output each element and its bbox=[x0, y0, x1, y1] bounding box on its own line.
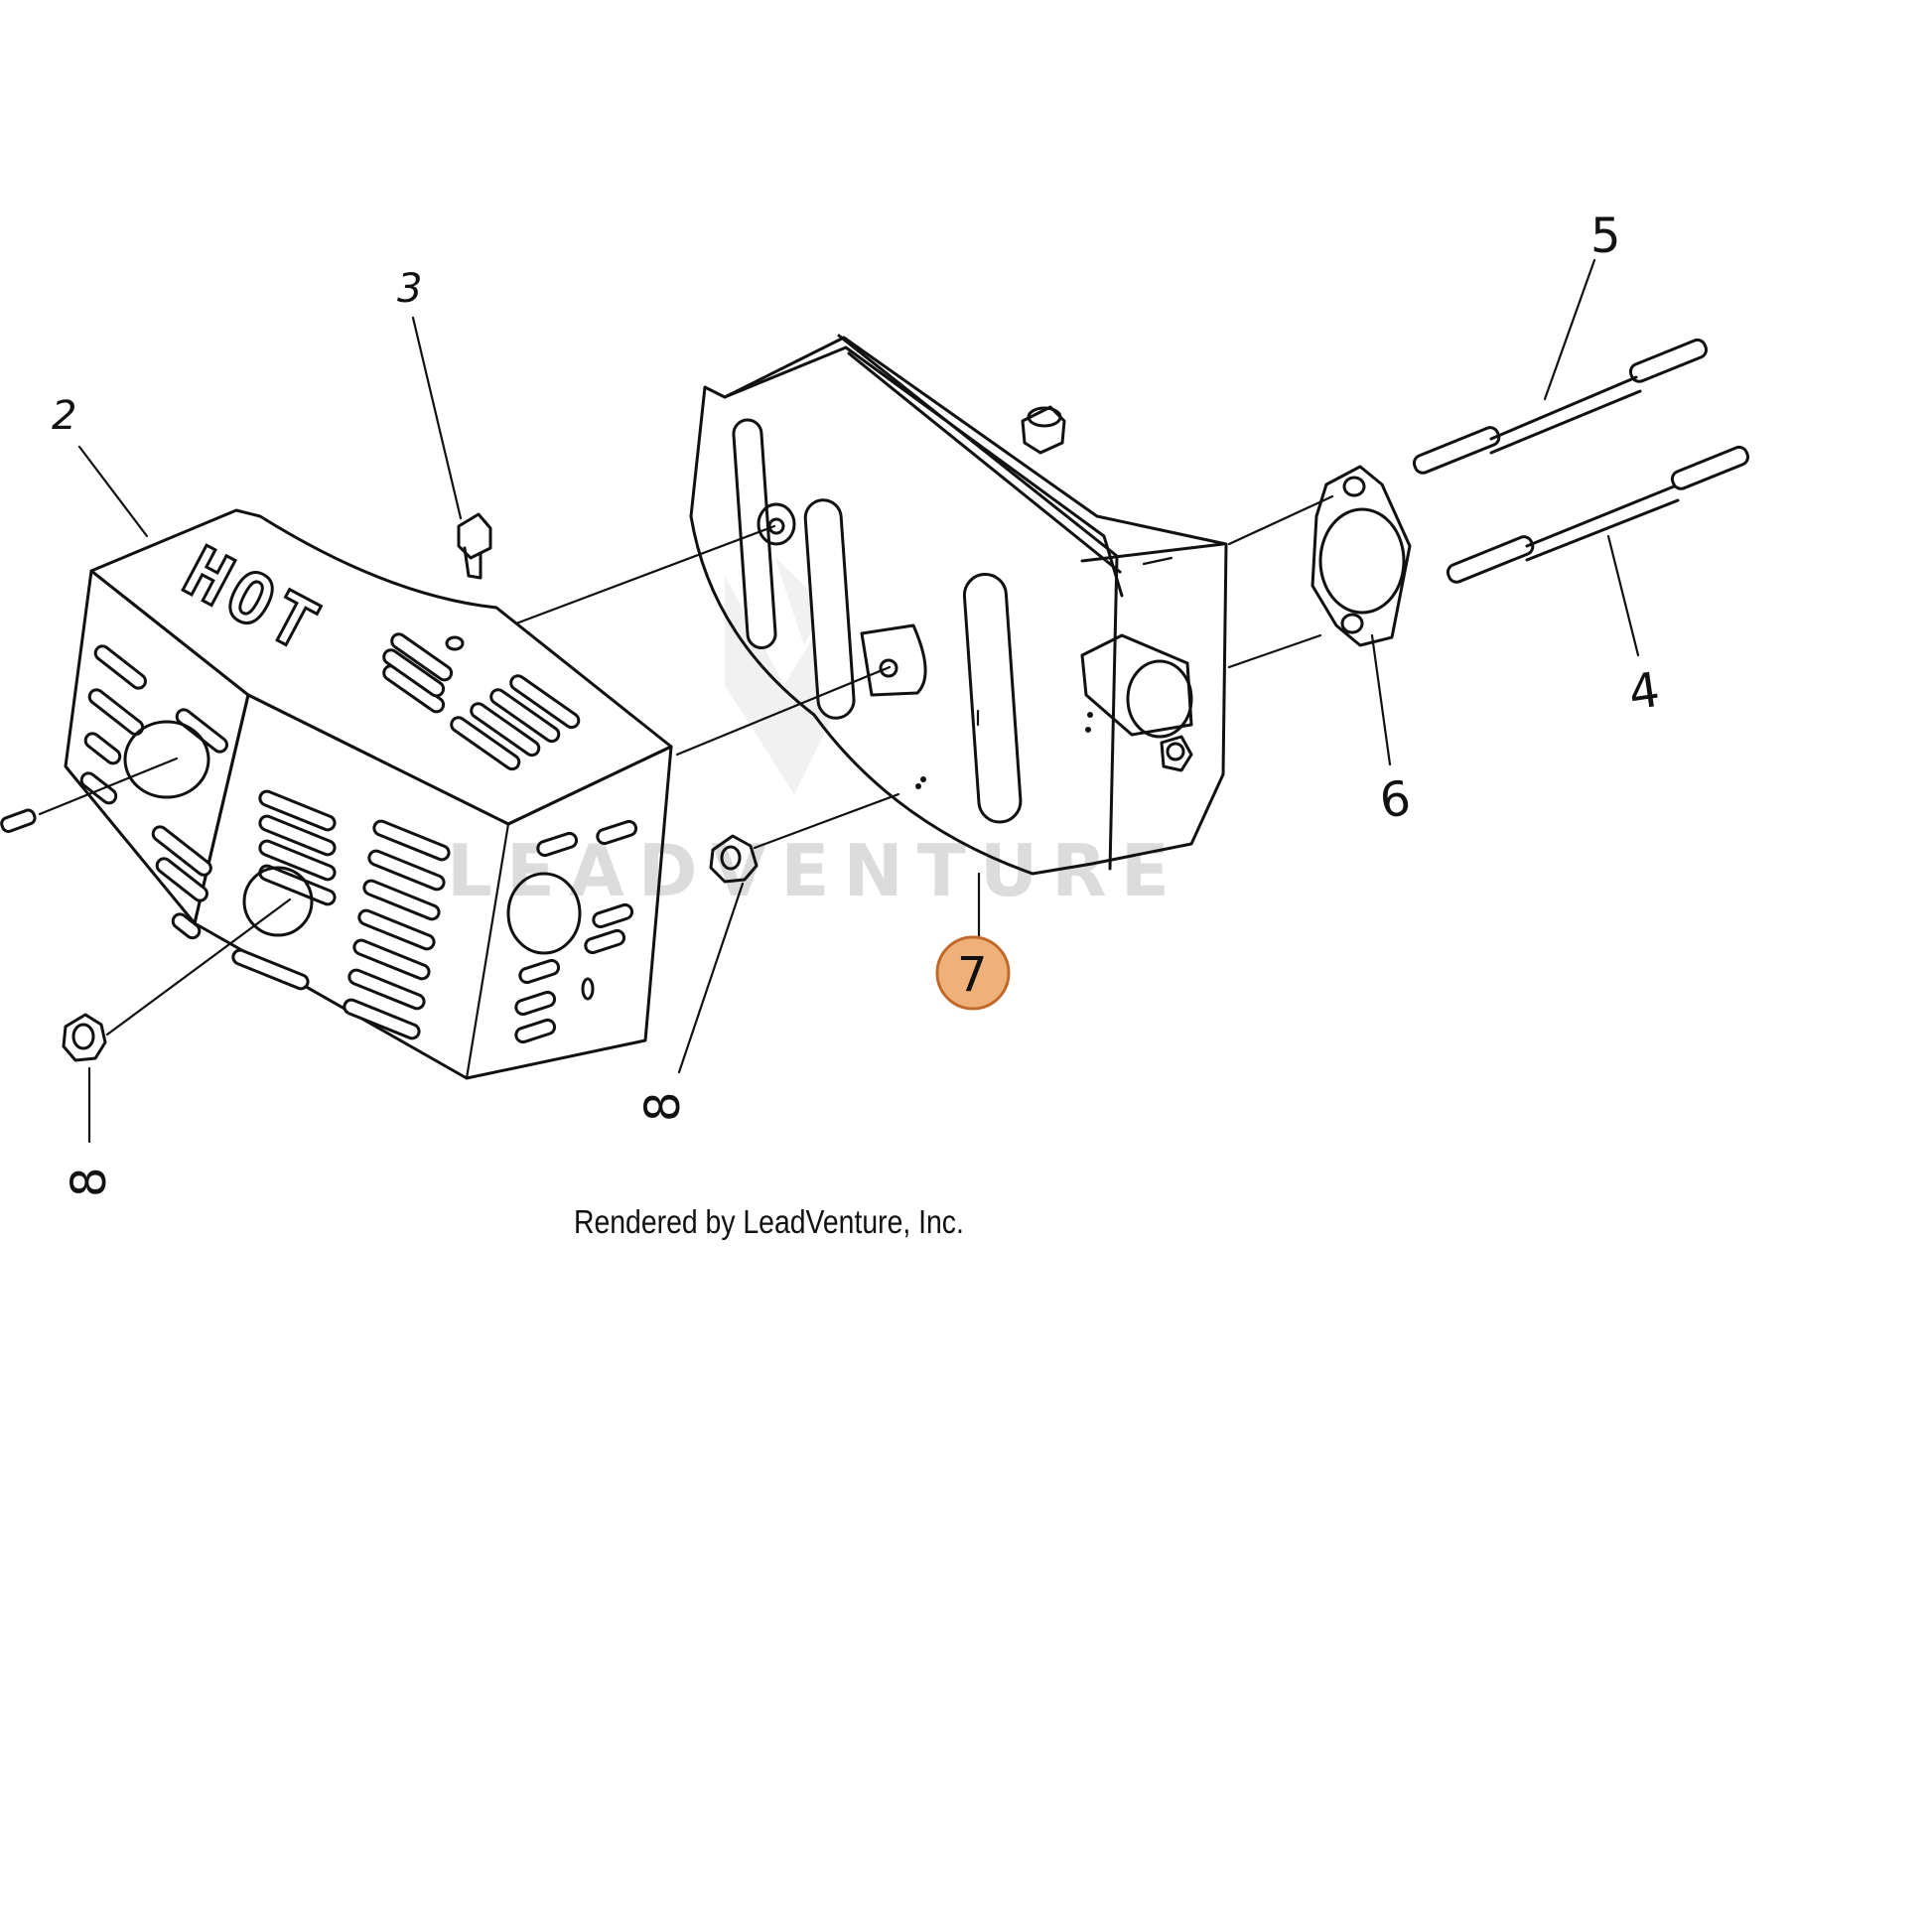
muffler-body[interactable] bbox=[689, 334, 1228, 876]
callout-7-highlight[interactable]: 7 bbox=[935, 935, 1011, 1011]
callout-2[interactable]: 2 bbox=[52, 393, 76, 439]
callout-3[interactable]: 3 bbox=[397, 266, 422, 312]
stud-left-edge bbox=[0, 808, 37, 833]
flange-nut-left[interactable] bbox=[62, 1013, 107, 1062]
callout-5[interactable]: 5 bbox=[1590, 208, 1621, 264]
leader-lines bbox=[77, 258, 1640, 1144]
callout-8-left[interactable]: 8 bbox=[62, 1167, 117, 1197]
stud-bolt-upper[interactable] bbox=[1412, 338, 1709, 476]
render-credit: Rendered by LeadVenture, Inc. bbox=[574, 1203, 964, 1240]
stud-bolt-lower[interactable] bbox=[1446, 445, 1750, 585]
callout-7[interactable]: 7 bbox=[957, 947, 988, 1003]
callout-4[interactable]: 4 bbox=[1625, 662, 1663, 722]
heat-shield[interactable]: HOT bbox=[64, 508, 673, 1080]
exhaust-gasket[interactable] bbox=[1311, 465, 1412, 647]
assembly-lines bbox=[38, 494, 1334, 1036]
hot-label: HOT bbox=[171, 531, 336, 670]
shield-top-vents bbox=[382, 632, 581, 771]
callout-8-center[interactable]: 8 bbox=[635, 1091, 691, 1122]
flange-nut-center[interactable] bbox=[709, 834, 759, 884]
shield-front-vents bbox=[231, 789, 638, 1043]
shield-bolt[interactable] bbox=[445, 512, 492, 651]
callout-6[interactable]: 6 bbox=[1376, 770, 1414, 830]
shield-side-vents bbox=[79, 644, 228, 940]
